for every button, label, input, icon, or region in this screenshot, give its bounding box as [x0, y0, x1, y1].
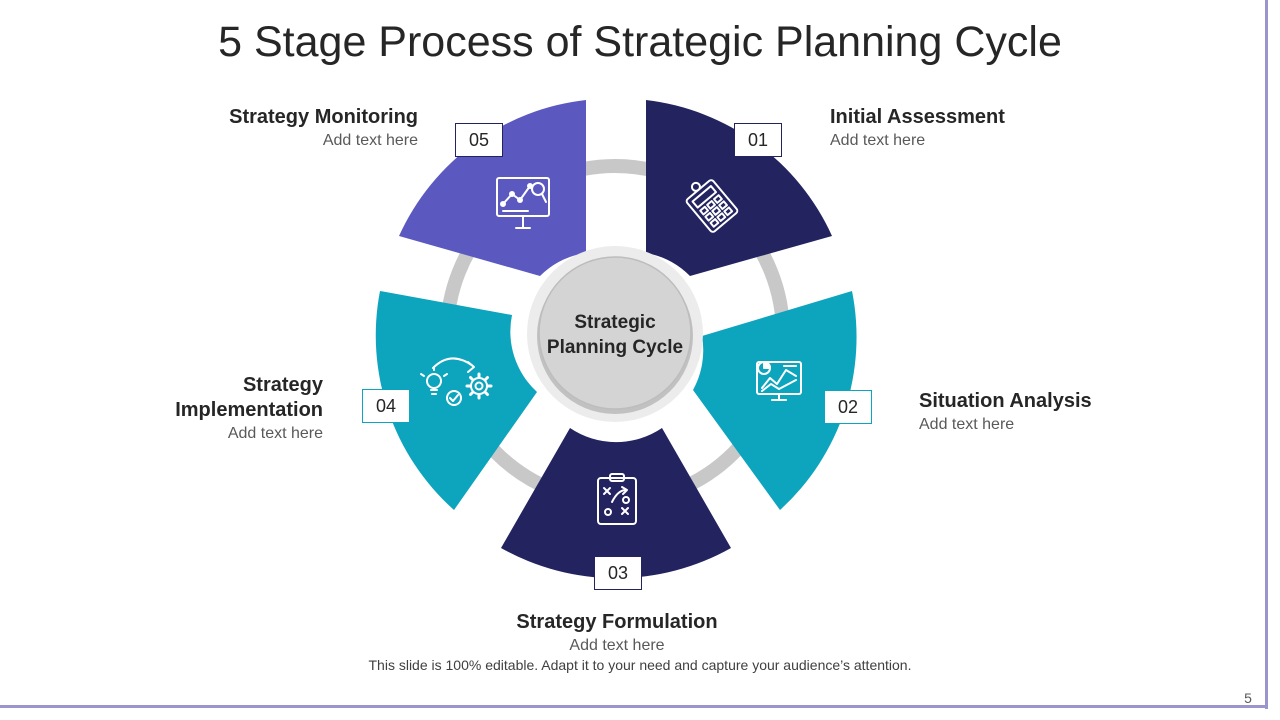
stage-04-label: Strategy Implementation Add text here [103, 373, 323, 444]
stage-05-heading: Strategy Monitoring [229, 106, 418, 128]
stage-05-number-badge: 05 [455, 123, 503, 157]
stage-05-text: Add text here [322, 132, 418, 149]
stage-04-heading-line2: Implementation [175, 399, 323, 421]
idea-gear-icon [420, 357, 493, 406]
sector-01[interactable] [646, 100, 832, 276]
analytics-monitor-icon [756, 361, 802, 401]
hub-circle[interactable] [538, 256, 692, 410]
stage-04-text: Add text here [227, 425, 323, 442]
sector-04[interactable] [375, 291, 537, 510]
strategy-board-icon [597, 473, 637, 525]
stage-01-text: Add text here [830, 132, 926, 149]
stage-04-heading-line1: Strategy [242, 374, 323, 396]
stage-01-number-badge: 01 [734, 123, 782, 157]
stage-02-number-badge: 02 [824, 390, 872, 424]
stage-02-heading: Situation Analysis [919, 390, 1092, 412]
stage-01-label: Initial Assessment Add text here [830, 105, 1090, 151]
stage-03-text: Add text here [569, 637, 665, 654]
slide-frame-bottom [0, 705, 1268, 708]
hub-label: Strategic Planning Cycle [530, 310, 700, 360]
stage-02-text: Add text here [919, 416, 1015, 433]
hub-label-line2: Planning Cycle [546, 337, 684, 358]
search-chart-monitor-icon [496, 177, 550, 229]
calculator-clipboard-icon [685, 179, 739, 233]
sector-05[interactable] [399, 100, 586, 276]
stage-01-heading: Initial Assessment [830, 106, 1005, 128]
page-number: 5 [1244, 690, 1252, 706]
stage-03-heading: Strategy Formulation [516, 611, 718, 633]
stage-02-label: Situation Analysis Add text here [919, 389, 1179, 435]
slide-frame-right [1265, 0, 1268, 709]
stage-03-number-badge: 03 [594, 556, 642, 590]
stage-03-label: Strategy Formulation Add text here [467, 610, 767, 656]
sector-03[interactable] [501, 428, 731, 579]
hub-label-line1: Strategic [574, 312, 656, 333]
footer-note: This slide is 100% editable. Adapt it to… [368, 657, 912, 673]
slide-title: 5 Stage Process of Strategic Planning Cy… [218, 18, 1062, 66]
stage-05-label: Strategy Monitoring Add text here [158, 105, 418, 151]
stage-04-number-badge: 04 [362, 389, 410, 423]
